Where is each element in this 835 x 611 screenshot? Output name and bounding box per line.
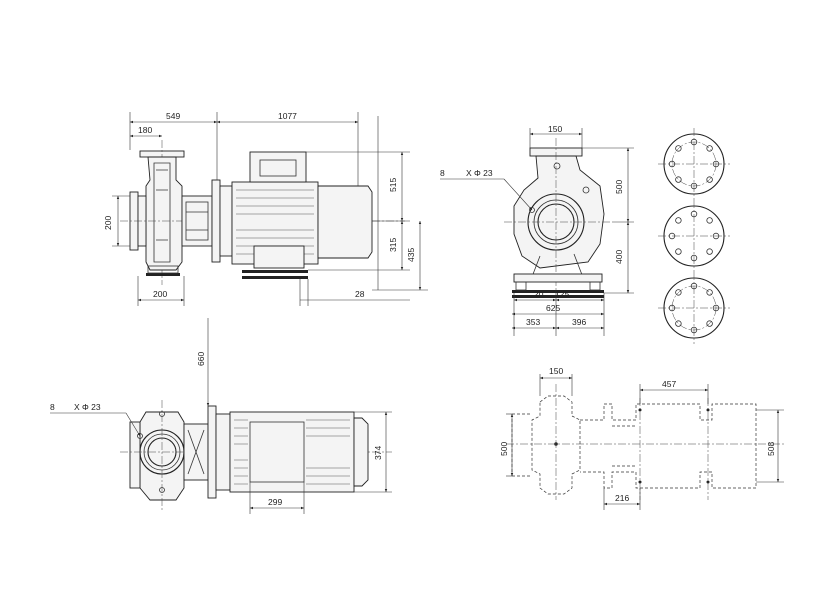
flange-detail-2 [658,200,730,272]
terminal-box [249,151,307,183]
top-suction-flange [129,421,141,489]
foundation-dim-508: 508 [766,442,776,456]
foundation-dim-457: 457 [662,379,676,389]
front-view: 549 180 1077 515 315 435 200 200 [103,111,428,306]
dim-200-horizontal: 200 [153,289,167,299]
foundation-motor-outline [580,403,757,489]
side-dim-125: 125 [555,289,569,299]
top-dim-374: 374 [373,446,383,460]
foundation-view: 150 457 500 508 216 [499,366,784,510]
side-dim-625: 625 [546,303,560,313]
top-terminal-box [249,421,305,483]
side-volute [513,155,605,269]
dim-549: 549 [166,111,180,121]
foundation-pump-outline [531,395,581,495]
side-dim-396: 396 [572,317,586,327]
motor-flange [211,179,221,263]
dim-515: 515 [388,178,398,192]
side-base [512,290,604,293]
top-motor-flange [207,405,217,499]
foundation-dim-500: 500 [499,442,509,456]
dim-315: 315 [388,238,398,252]
side-view: 150 500 400 8 X Φ 23 20 125 625 353 396 [440,124,634,336]
dim-28: 28 [355,289,365,299]
bearing-bracket [181,195,213,247]
dim-435: 435 [406,248,416,262]
top-dim-299: 299 [268,497,282,507]
side-hole-count: 8 [440,168,445,178]
volute-casing [145,156,183,271]
dim-200-vertical: 200 [103,216,113,230]
top-hole-count: 8 [50,402,55,412]
foundation-dim-150: 150 [549,366,563,376]
top-motor-body [229,411,355,493]
top-view: 660 8 X Φ 23 374 299 [50,318,392,514]
side-dim-500: 500 [614,180,624,194]
side-dim-353: 353 [526,317,540,327]
flange-detail-1 [658,128,730,200]
flange-details [658,128,730,344]
side-hole-spec: X Φ 23 [466,168,493,178]
foundation-dim-216: 216 [615,493,629,503]
fan-cover [317,185,373,259]
dim-180: 180 [138,125,152,135]
top-hole-spec: X Φ 23 [74,402,101,412]
side-dim-150: 150 [548,124,562,134]
side-dim-400: 400 [614,250,624,264]
dim-1077: 1077 [278,111,297,121]
side-dim-20: 20 [534,289,544,299]
flange-detail-3 [658,272,730,344]
motor-base [242,276,308,279]
top-dim-660: 660 [196,352,206,366]
